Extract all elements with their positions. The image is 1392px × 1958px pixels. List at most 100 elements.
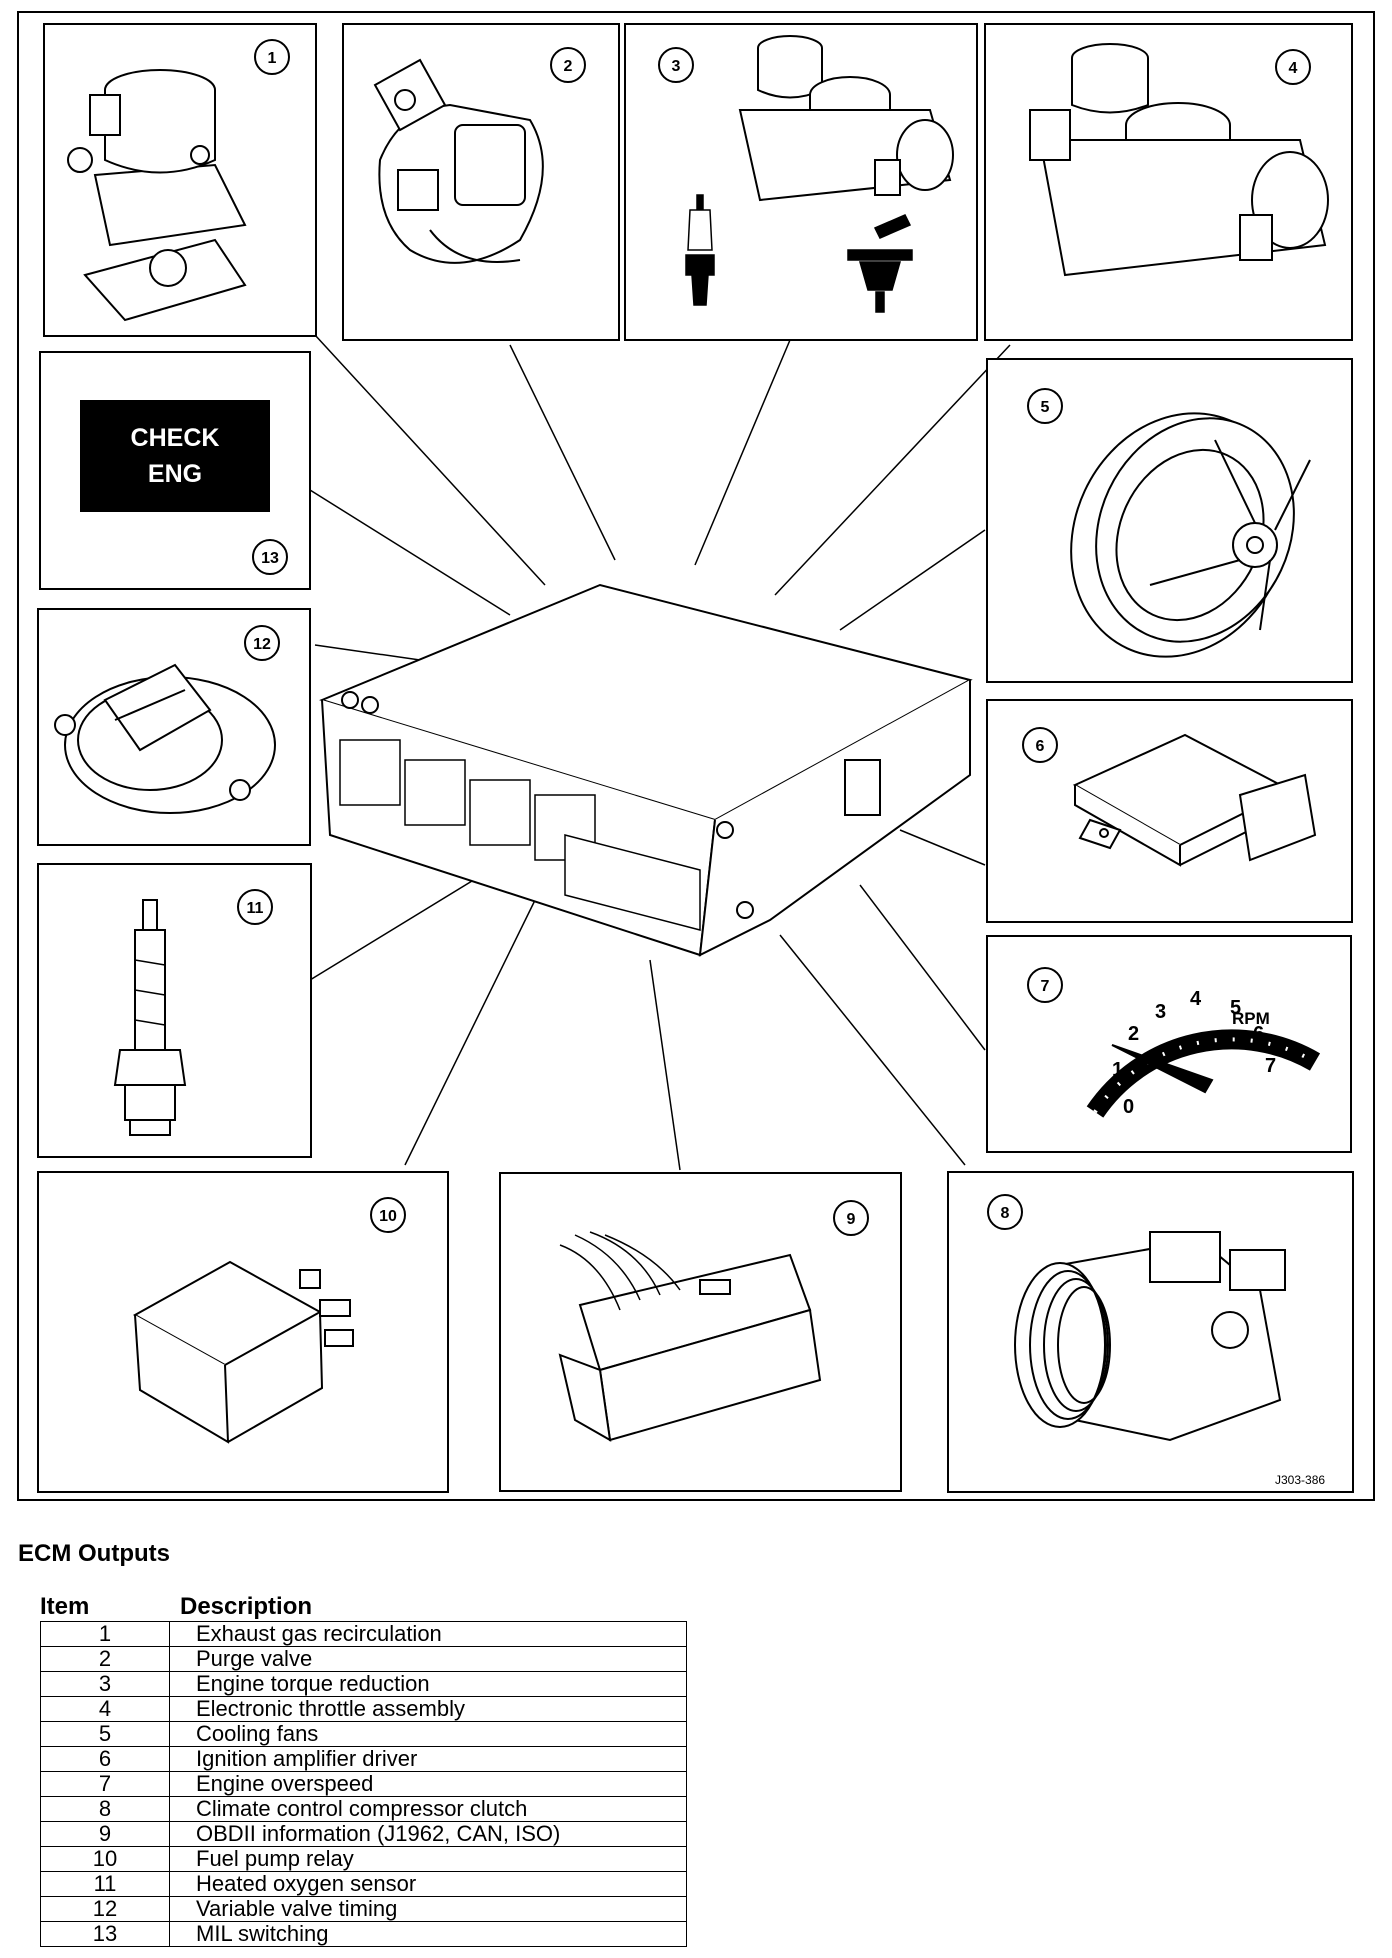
svg-text:9: 9 [847, 1211, 856, 1228]
panel-11-ho2s [37, 863, 312, 1158]
callout-11: 11 [237, 889, 273, 925]
callout-13: 13 [252, 539, 288, 575]
check-engine-lamp [80, 400, 270, 512]
row-item: 5 [40, 1721, 170, 1747]
figure-code: J303-386 [1275, 1473, 1325, 1487]
tach-scale-labels: 0 1 2 3 4 5 6 7 [1112, 988, 1276, 1118]
tach-label: 0 [1123, 1096, 1134, 1118]
header-item: Item [40, 1593, 90, 1620]
svg-text:12: 12 [253, 636, 271, 653]
svg-text:7: 7 [1041, 978, 1050, 995]
panel-5-cooling-fans [986, 358, 1353, 683]
callout-3: 3 [658, 47, 694, 83]
check-engine-line2: ENG [148, 460, 202, 488]
callout-4: 4 [1275, 49, 1311, 85]
row-description: Exhaust gas recirculation [169, 1621, 687, 1647]
row-description: Purge valve [169, 1646, 687, 1672]
svg-text:13: 13 [261, 550, 279, 567]
section-title: ECM Outputs [18, 1540, 170, 1567]
callout-10: 10 [370, 1197, 406, 1233]
header-description: Description [180, 1593, 313, 1620]
row-description: Engine overspeed [169, 1771, 687, 1797]
row-description: OBDII information (J1962, CAN, ISO) [169, 1821, 687, 1847]
row-description: Fuel pump relay [169, 1846, 687, 1872]
row-item: 9 [40, 1821, 170, 1847]
oxygen-sensor-illustration [113, 899, 187, 1136]
row-description: Heated oxygen sensor [169, 1871, 687, 1897]
callout-1: 1 [254, 39, 290, 75]
panel-3-torque-reduction [624, 23, 978, 341]
callout-2: 2 [550, 47, 586, 83]
callout-8: 8 [987, 1194, 1023, 1230]
table-header: Item Description [40, 1593, 687, 1621]
row-item: 6 [40, 1746, 170, 1772]
callout-6: 6 [1022, 727, 1058, 763]
row-item: 3 [40, 1671, 170, 1697]
panel-1-egr-valve [43, 23, 317, 337]
tach-unit-label: RPM [1232, 1009, 1270, 1028]
svg-text:4: 4 [1289, 60, 1298, 77]
tach-label: 1 [1112, 1059, 1123, 1081]
svg-text:1: 1 [268, 50, 277, 67]
svg-text:11: 11 [247, 900, 264, 917]
row-item: 8 [40, 1796, 170, 1822]
svg-text:3: 3 [672, 58, 681, 75]
svg-text:2: 2 [564, 58, 573, 75]
vvt-solenoid-illustration [54, 663, 276, 814]
tachometer-illustration: RPM 0 1 2 3 4 5 6 7 [1086, 988, 1321, 1118]
svg-text:8: 8 [1001, 1205, 1010, 1222]
svg-text:10: 10 [379, 1208, 397, 1225]
throttle-assembly-illustration [1029, 43, 1329, 277]
row-description: Cooling fans [169, 1721, 687, 1747]
tach-label: 7 [1265, 1055, 1276, 1077]
callout-5: 5 [1027, 388, 1063, 424]
cooling-fan-illustration [1070, 412, 1311, 658]
panel-9-obdii-connector [499, 1172, 902, 1492]
tach-label: 3 [1155, 1001, 1166, 1023]
row-description: Climate control compressor clutch [169, 1796, 687, 1822]
callout-12: 12 [244, 625, 280, 661]
egr-valve-illustration [67, 69, 247, 322]
ecm-module [319, 583, 973, 957]
row-item: 2 [40, 1646, 170, 1672]
row-item: 13 [40, 1921, 170, 1947]
panel-6-ignition-amplifier [986, 699, 1353, 923]
tach-label: 4 [1190, 988, 1202, 1010]
throttle-body-small-illustration [738, 35, 954, 202]
tach-label: 5 [1230, 997, 1241, 1019]
row-description: MIL switching [169, 1921, 687, 1947]
ac-compressor-illustration [1014, 1231, 1286, 1442]
obdii-connector-illustration [558, 1231, 822, 1442]
row-description: Electronic throttle assembly [169, 1696, 687, 1722]
row-item: 11 [40, 1871, 170, 1897]
tach-label: 6 [1253, 1023, 1264, 1045]
svg-text:6: 6 [1036, 738, 1045, 755]
svg-text:5: 5 [1041, 399, 1050, 416]
check-engine-line1: CHECK [131, 424, 220, 452]
row-description: Variable valve timing [169, 1896, 687, 1922]
fuel-injector-icon [847, 214, 913, 313]
row-description: Ignition amplifier driver [169, 1746, 687, 1772]
spark-plug-icon [685, 194, 715, 306]
callout-7: 7 [1027, 967, 1063, 1003]
row-item: 1 [40, 1621, 170, 1647]
callout-9: 9 [833, 1200, 869, 1236]
leader-lines [309, 334, 1011, 1171]
row-item: 7 [40, 1771, 170, 1797]
tach-label: 2 [1128, 1023, 1139, 1045]
